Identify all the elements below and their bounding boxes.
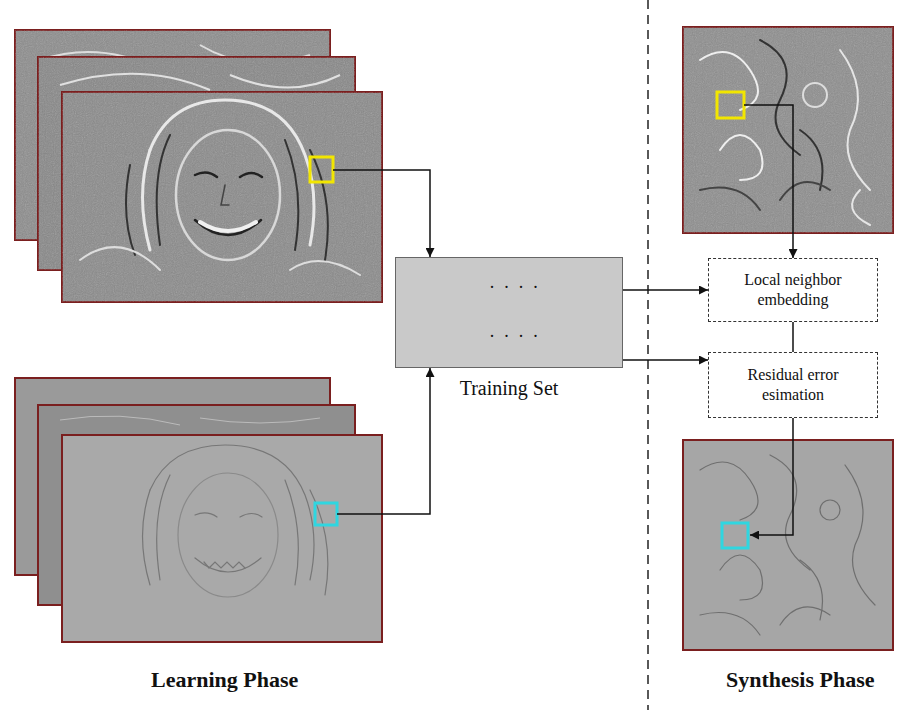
phase-title: Learning Phase — [151, 667, 298, 693]
output-image — [683, 440, 893, 650]
patch-marker — [722, 523, 748, 548]
ellipsis: · · · · — [489, 326, 540, 347]
output-arrow — [750, 418, 793, 535]
flow-connector — [792, 322, 794, 352]
phase-divider — [647, 0, 649, 710]
box-label: Local neighbor embedding — [719, 270, 867, 310]
patch-marker — [310, 157, 333, 182]
query-arrow — [744, 105, 793, 258]
feature-image-stack — [15, 30, 382, 302]
flow-connector — [623, 359, 708, 361]
input-image — [683, 27, 893, 233]
detail-image-stack — [15, 378, 382, 642]
sample-arrow — [333, 170, 430, 257]
process-box: Local neighbor embedding — [708, 258, 878, 322]
flow-connector — [623, 289, 708, 291]
ellipsis: · · · · — [489, 277, 540, 298]
patch-marker — [717, 92, 744, 118]
training-set-box: Training Set — [395, 257, 623, 368]
process-box: Residual error esimation — [708, 352, 878, 418]
box-label: Residual error esimation — [719, 365, 867, 405]
patch-marker — [315, 503, 337, 525]
sample-arrow — [337, 368, 430, 514]
box-heading: Training Set — [460, 377, 559, 400]
phase-title: Synthesis Phase — [726, 667, 875, 693]
